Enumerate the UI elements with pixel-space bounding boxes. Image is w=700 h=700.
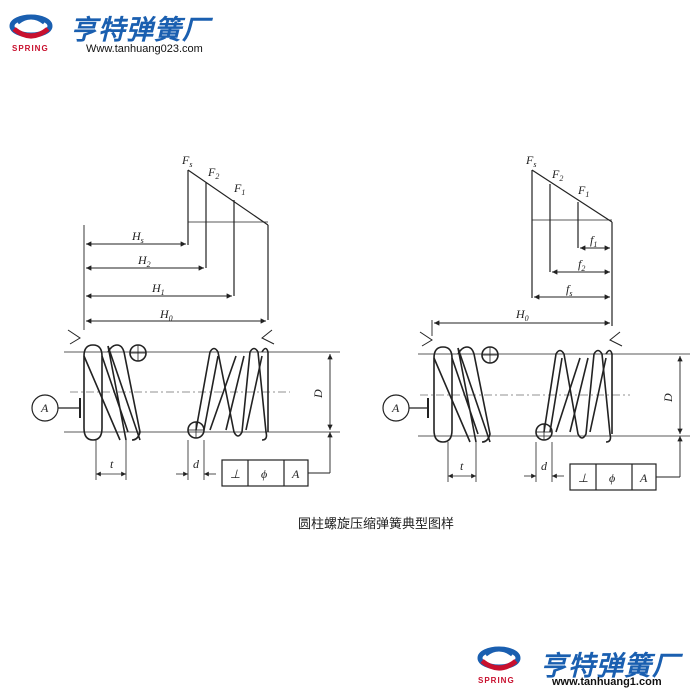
left-height-dims <box>83 225 266 330</box>
label-d: d <box>541 459 548 473</box>
spring-logo-icon <box>9 14 53 39</box>
right-drawing <box>382 169 690 491</box>
left-spring-coils <box>64 344 340 441</box>
label-fs: Fs <box>525 153 536 169</box>
label-f2-defl: f2 <box>578 257 585 273</box>
left-drawing <box>31 169 340 487</box>
spring-logo-icon <box>477 646 521 671</box>
label-h2: H2 <box>137 253 151 269</box>
right-force-diagram <box>531 169 613 326</box>
label-datum: A <box>40 401 49 415</box>
label-d-outer: D <box>311 389 325 399</box>
end-mark <box>67 329 81 345</box>
left-force-diagram <box>187 169 269 320</box>
label-h0: H0 <box>159 307 173 323</box>
left-labels: Fs F2 F1 Hs H2 H1 H0 D A t d ⊥ ϕ A <box>40 153 325 481</box>
right-labels: Fs F2 F1 f1 f2 fs H0 D A t d ⊥ ϕ A <box>391 153 675 485</box>
label-fs: Fs <box>181 153 192 169</box>
label-f1: F1 <box>233 181 245 197</box>
right-spring-coils <box>418 346 690 443</box>
end-mark <box>261 329 275 345</box>
logo-tag: SPRING <box>12 44 49 53</box>
label-f1: F1 <box>577 183 589 199</box>
logo-brand-name: 亨特弹簧厂 <box>70 15 210 45</box>
figure-caption: 圆柱螺旋压缩弹簧典型图样 <box>298 516 454 532</box>
tol-datum: A <box>639 471 648 485</box>
label-hs: Hs <box>131 229 144 245</box>
end-mark <box>609 331 623 347</box>
tol-symbol: ⊥ <box>578 471 588 485</box>
end-mark <box>419 331 433 347</box>
right-deflection-dims <box>431 245 610 336</box>
label-h1: H1 <box>151 281 165 297</box>
logo-top: SPRING 亨特弹簧厂 Www.tanhuang023.com <box>8 8 209 55</box>
tol-datum: A <box>291 467 300 481</box>
logo-url[interactable]: www.tanhuang1.com <box>552 676 662 688</box>
label-f2: F2 <box>551 167 563 183</box>
logo-url[interactable]: Www.tanhuang023.com <box>86 43 203 55</box>
label-t: t <box>460 459 464 473</box>
label-f1-defl: f1 <box>590 233 597 249</box>
tol-phi: ϕ <box>261 467 267 481</box>
tol-phi: ϕ <box>609 471 615 485</box>
label-f2: F2 <box>207 165 219 181</box>
logo-brand-name: 亨特弹簧厂 <box>540 651 680 681</box>
label-d: d <box>193 457 200 471</box>
tol-symbol: ⊥ <box>230 467 240 481</box>
label-fs-defl: fs <box>566 282 572 298</box>
label-t: t <box>110 457 114 471</box>
label-d-outer: D <box>661 393 675 403</box>
logo-tag: SPRING <box>478 676 515 685</box>
label-datum: A <box>391 401 400 415</box>
label-h0: H0 <box>515 307 529 323</box>
logo-bottom: SPRING 亨特弹簧厂 www.tanhuang1.com <box>476 640 679 688</box>
